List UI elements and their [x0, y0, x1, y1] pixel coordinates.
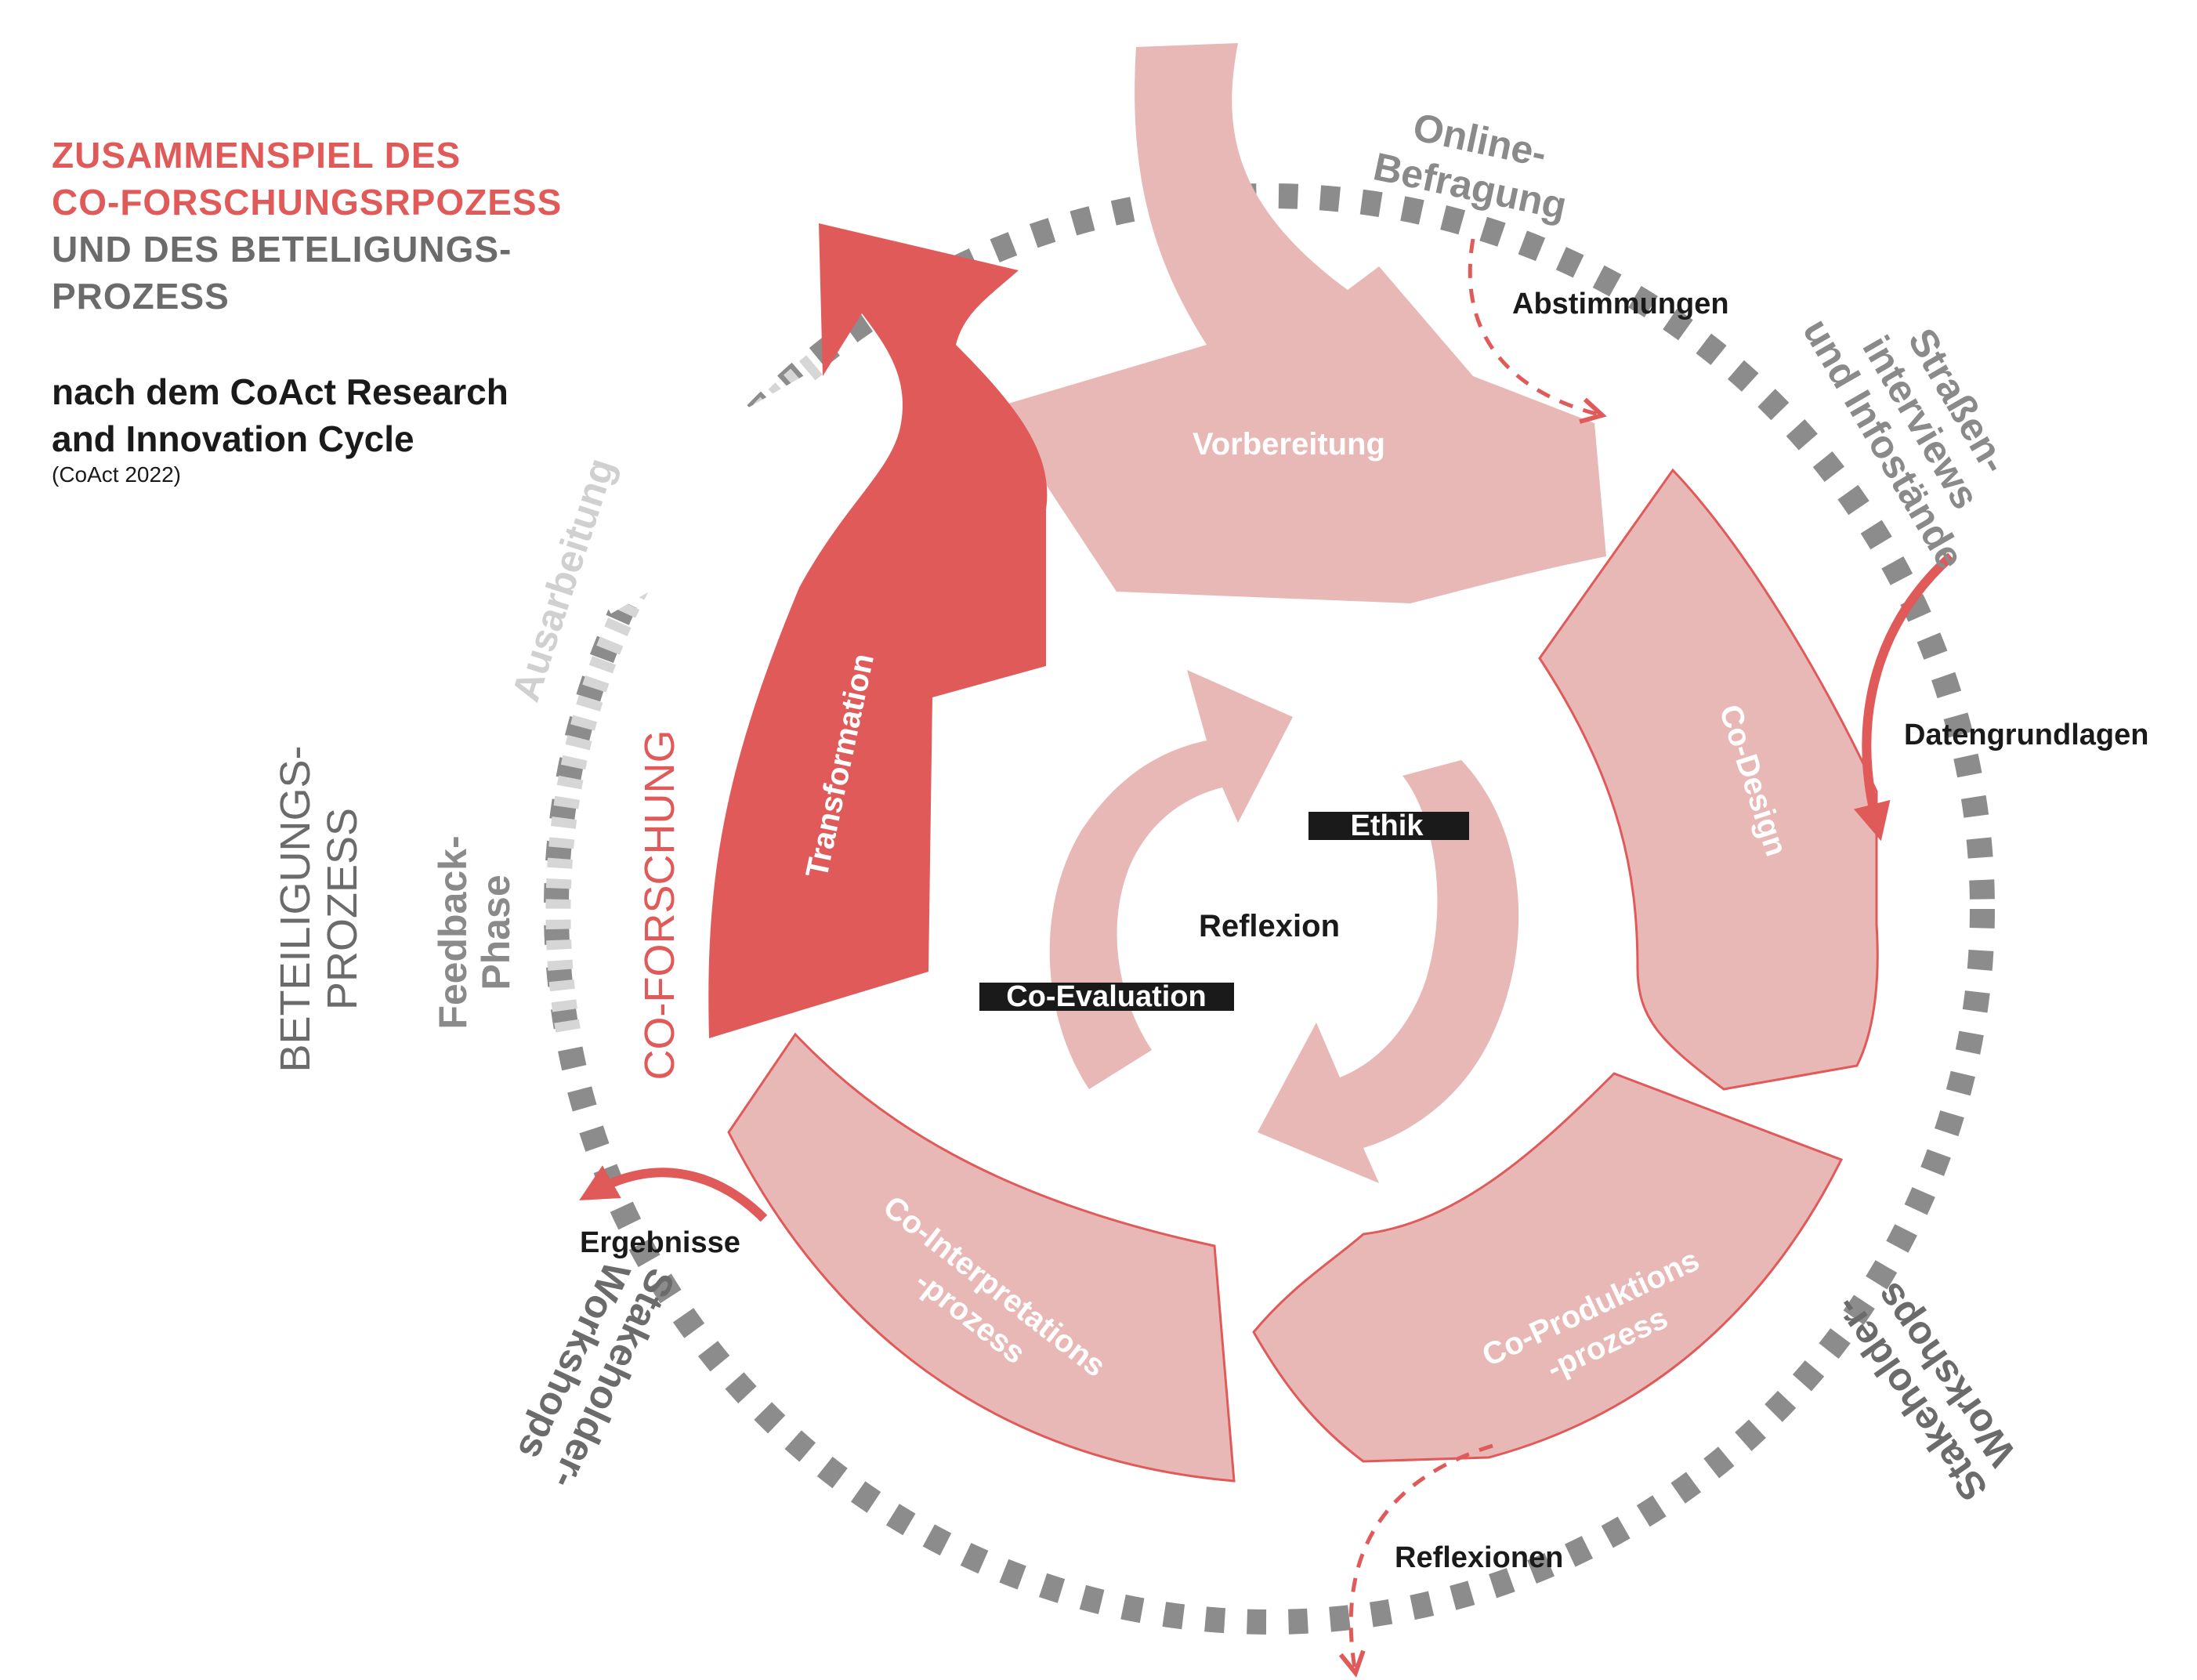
label-stakeholder-left: Stakeholder- Workshops — [509, 1255, 683, 1496]
citation: (CoAct 2022) — [52, 462, 181, 487]
label-feedback-line1: Feedback- — [431, 835, 475, 1029]
title-line-4: PROZESS — [52, 276, 230, 317]
label-datengrundlagen: Datengrundlagen — [1904, 719, 2148, 751]
label-strassen: Straßen- interviews und Infostände — [1794, 311, 2017, 576]
center-arrow-upper — [1049, 670, 1293, 1089]
ergebnisse-arrow — [579, 1165, 768, 1222]
subtitle-line-2: and Innovation Cycle — [52, 418, 414, 459]
vorbereitung-arrow — [995, 43, 1606, 603]
label-ergebnisse: Ergebnisse — [580, 1226, 740, 1259]
label-beteiligung-line1: BETEILIGUNGS- — [272, 745, 319, 1072]
label-reflexionen: Reflexionen — [1395, 1541, 1563, 1574]
codesign-segment — [1538, 468, 1879, 1091]
reflexionen-dashed-arrow — [1351, 1443, 1493, 1673]
datengrundlagen-arrow — [1853, 552, 1954, 842]
label-online-befragung: Online- Befragung — [1370, 105, 1570, 228]
subtitle-line-1: nach dem CoAct Research — [52, 371, 509, 412]
label-abstimmungen: Abstimmungen — [1512, 288, 1729, 320]
cointerpretation-segment — [727, 1032, 1236, 1483]
dashed-ring-arc-main — [544, 183, 1995, 1635]
center-arrow-lower — [1258, 760, 1519, 1183]
label-coevaluation: Co-Evaluation — [1006, 980, 1206, 1013]
label-beteiligung-line2: PROZESS — [319, 808, 366, 1010]
title-block: ZUSAMMENSPIEL DES CO-FORSCHUNGSRPOZESS U… — [52, 132, 562, 487]
label-reflexion: Reflexion — [1199, 909, 1340, 943]
label-vorbereitung: Vorbereitung — [1193, 427, 1385, 462]
title-line-2: CO-FORSCHUNGSRPOZESS — [52, 182, 563, 223]
ethik-bar — [1308, 812, 1469, 840]
label-feedback-phase: Feedback- Phase — [431, 835, 518, 1029]
coproduktion-segment — [1252, 1072, 1844, 1463]
title-line-3: UND DES BETELIGUNGS- — [52, 229, 512, 270]
ring-gap-mask — [556, 373, 863, 614]
coevaluation-bar — [979, 983, 1234, 1011]
label-ethik: Ethik — [1351, 809, 1424, 842]
title-line-1: ZUSAMMENSPIEL DES — [52, 135, 461, 176]
label-feedback-line2: Phase — [474, 874, 518, 990]
outer-dashed-ring — [544, 183, 1995, 1635]
label-beteiligungsprozess: BETEILIGUNGS- PROZESS — [272, 745, 366, 1072]
transformation-arrow — [708, 223, 1048, 1038]
label-stakeholder-right: Stakeholder- Workshops — [1824, 1275, 2025, 1509]
abstimmungen-dashed-arrow — [1468, 238, 1602, 415]
label-coforschung: CO-FORSCHUNG — [636, 730, 683, 1081]
